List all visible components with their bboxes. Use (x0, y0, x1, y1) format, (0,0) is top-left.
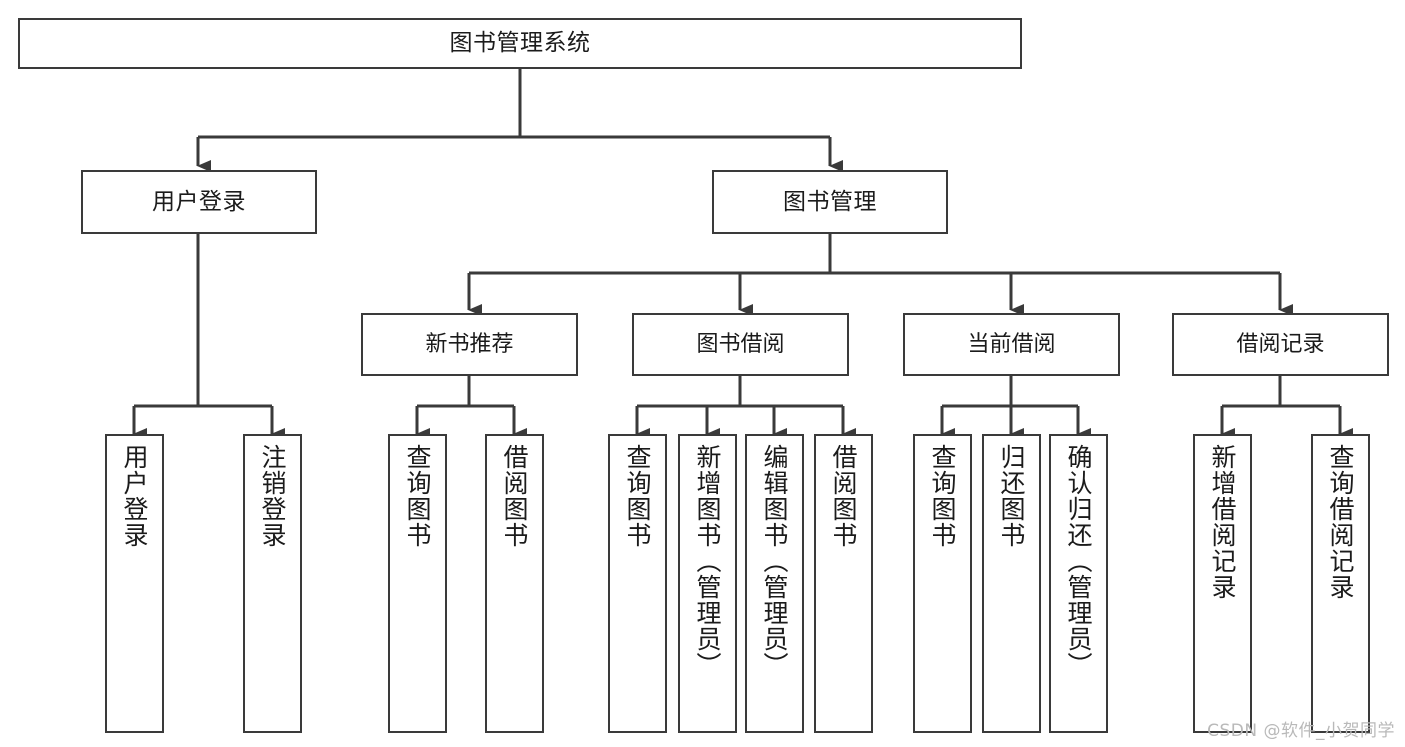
node-label: 新增图书（管理员） (693, 444, 722, 678)
leaf-book-borrow-query-book[interactable]: 查询图书 (608, 434, 667, 733)
node-new-book-recommend[interactable]: 新书推荐 (361, 313, 578, 376)
node-label: 确认归还（管理员） (1064, 444, 1093, 678)
leaf-user-login-login[interactable]: 用户登录 (105, 434, 164, 733)
leaf-current-borrow-query-book[interactable]: 查询图书 (913, 434, 972, 733)
node-current-borrow[interactable]: 当前借阅 (903, 313, 1120, 376)
leaf-current-borrow-return-book[interactable]: 归还图书 (982, 434, 1041, 733)
node-label: 借阅图书 (500, 444, 529, 548)
node-user-login[interactable]: 用户登录 (81, 170, 317, 234)
node-label: 归还图书 (997, 444, 1026, 548)
leaf-book-borrow-edit-book-admin[interactable]: 编辑图书（管理员） (745, 434, 804, 733)
watermark: CSDN @软件_小贺同学 (1207, 721, 1395, 741)
leaf-book-borrow-add-book-admin[interactable]: 新增图书（管理员） (678, 434, 737, 733)
node-label: 注销登录 (258, 444, 287, 548)
leaf-borrow-record-add-record[interactable]: 新增借阅记录 (1193, 434, 1252, 733)
node-label: 用户登录 (152, 188, 246, 215)
node-label: 新书推荐 (425, 331, 514, 357)
node-label: 借阅记录 (1236, 331, 1325, 357)
node-label: 图书管理系统 (449, 30, 591, 57)
leaf-borrow-record-query-record[interactable]: 查询借阅记录 (1311, 434, 1370, 733)
node-borrow-record[interactable]: 借阅记录 (1172, 313, 1389, 376)
node-root-book-management-system[interactable]: 图书管理系统 (18, 18, 1022, 69)
leaf-current-borrow-confirm-return-admin[interactable]: 确认归还（管理员） (1049, 434, 1108, 733)
node-label: 图书借阅 (696, 331, 785, 357)
leaf-user-login-logout[interactable]: 注销登录 (243, 434, 302, 733)
node-label: 新增借阅记录 (1208, 444, 1237, 600)
leaf-new-book-borrow-book[interactable]: 借阅图书 (485, 434, 544, 733)
node-label: 图书管理 (783, 188, 877, 215)
node-label: 查询图书 (928, 444, 957, 548)
node-label: 当前借阅 (967, 331, 1056, 357)
node-label: 查询借阅记录 (1326, 444, 1355, 600)
node-label: 借阅图书 (829, 444, 858, 548)
leaf-new-book-query-book[interactable]: 查询图书 (388, 434, 447, 733)
node-book-borrow[interactable]: 图书借阅 (632, 313, 849, 376)
node-label: 用户登录 (120, 444, 149, 548)
leaf-book-borrow-borrow-book[interactable]: 借阅图书 (814, 434, 873, 733)
node-label: 查询图书 (403, 444, 432, 548)
node-label: 查询图书 (623, 444, 652, 548)
node-label: 编辑图书（管理员） (760, 444, 789, 678)
node-book-management[interactable]: 图书管理 (712, 170, 948, 234)
